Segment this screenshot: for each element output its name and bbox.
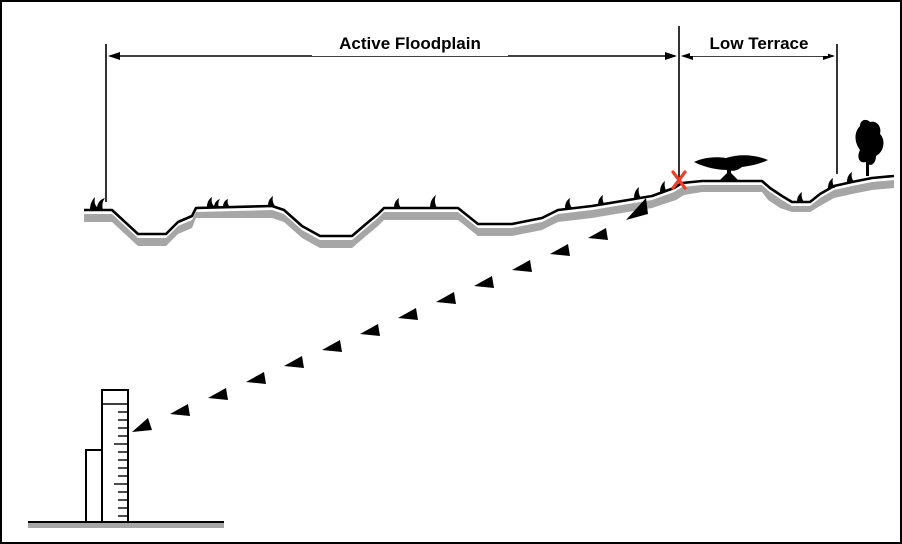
grass-tuft-icon (268, 196, 275, 206)
grass-tuft-icon (207, 197, 220, 207)
gauge-ground (28, 522, 224, 528)
grass-tuft-icons (90, 172, 854, 210)
terrace-shrub-icon (694, 155, 768, 181)
tree-icon (855, 119, 884, 176)
low-terrace-label: Low Terrace (710, 34, 809, 53)
grass-tuft-icon (797, 192, 804, 202)
grass-tuft-icon (634, 187, 641, 198)
grass-tuft-icon (828, 178, 835, 188)
grass-tuft-icon (847, 172, 854, 182)
grass-tuft-icon (394, 198, 401, 208)
grass-tuft-icon (660, 181, 667, 192)
ground-profile-shadow (84, 180, 894, 248)
active-floodplain-label: Active Floodplain (339, 34, 481, 53)
staff-gauge-icon (85, 389, 129, 523)
grass-tuft-icon (598, 195, 605, 205)
grass-tuft-icon (223, 199, 230, 207)
grass-tuft-icon (430, 195, 437, 208)
grass-tuft-icon (90, 197, 105, 210)
ground-profile-line (84, 174, 895, 238)
sight-line (132, 198, 648, 432)
grass-tuft-icon (565, 198, 572, 208)
x-marker-icon (671, 170, 687, 190)
